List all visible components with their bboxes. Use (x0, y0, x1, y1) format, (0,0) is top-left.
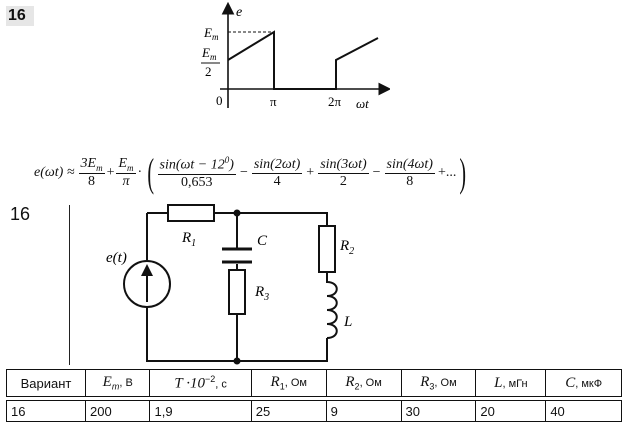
header-variant: Вариант (6, 369, 86, 397)
variant-table: Вариант Em, В T ·10−2, с R1, Ом R2, Ом R… (6, 369, 622, 422)
origin-label: 0 (216, 93, 223, 108)
formula-term0: 3Em 8 (78, 156, 105, 189)
cell-r2: 9 (325, 400, 402, 422)
waveform-graph: e Em Em 2 0 π 2π ωt (201, 1, 390, 111)
tick-em-half-den: 2 (205, 64, 212, 79)
problem-number-badge: 16 (6, 6, 34, 26)
cell-t: 1,9 (149, 400, 252, 422)
cell-r1: 25 (250, 400, 327, 422)
divider-line (69, 205, 70, 365)
cell-variant: 16 (6, 400, 86, 422)
fourier-formula: e(ωt) ≈ 3Em 8 + Em π · ( sin(ωt − 120) 0… (34, 150, 467, 195)
label-l: L (343, 314, 352, 330)
tick-2pi: 2π (328, 94, 342, 109)
formula-term1: Em π (116, 156, 136, 189)
junction-top (233, 209, 241, 217)
header-r3: R3, Ом (400, 369, 477, 397)
formula-harmonic4: sin(4ωt) 8 (384, 156, 435, 189)
waveform-trace (227, 30, 379, 90)
resistor-r3 (228, 269, 246, 315)
inductor-l (326, 272, 338, 339)
label-r1: R1 (181, 230, 196, 249)
wire-top (147, 212, 328, 226)
junction-bottom (233, 357, 241, 365)
formula-harmonic1: sin(ωt − 120) 0,653 (157, 155, 236, 190)
variant-number: 16 (10, 204, 31, 224)
circuit-diagram: e(t) R1 C R3 R2 L (106, 204, 354, 365)
table-row: 16 200 1,9 25 9 30 20 40 (6, 400, 622, 422)
header-em: Em, В (84, 369, 151, 397)
header-r1: R1, Ом (250, 369, 327, 397)
label-c: C (257, 233, 268, 249)
label-r2: R2 (339, 238, 354, 257)
resistor-r2 (318, 225, 336, 273)
tick-em-half-num: Em (201, 45, 217, 62)
header-c: C, мкФ (545, 369, 622, 397)
header-l: L, мГн (475, 369, 547, 397)
resistor-r1 (167, 204, 215, 222)
tick-em: Em (203, 25, 219, 42)
x-axis-label: ωt (356, 96, 369, 111)
source-arrow-head (141, 264, 153, 276)
label-r3: R3 (254, 284, 269, 303)
cell-em: 200 (84, 400, 151, 422)
cell-c: 40 (545, 400, 622, 422)
cell-l: 20 (475, 400, 547, 422)
header-t: T ·10−2, с (149, 369, 252, 397)
header-r2: R2, Ом (325, 369, 402, 397)
cell-r3: 30 (400, 400, 477, 422)
tick-pi: π (270, 94, 277, 109)
table-header-row: Вариант Em, В T ·10−2, с R1, Ом R2, Ом R… (6, 369, 622, 397)
formula-lhs: e(ωt) ≈ (34, 165, 75, 180)
y-axis-label: e (236, 5, 242, 20)
formula-harmonic3: sin(3ωt) 2 (318, 156, 369, 189)
formula-harmonic2: sin(2ωt) 4 (251, 156, 303, 189)
label-source: e(t) (106, 250, 127, 266)
